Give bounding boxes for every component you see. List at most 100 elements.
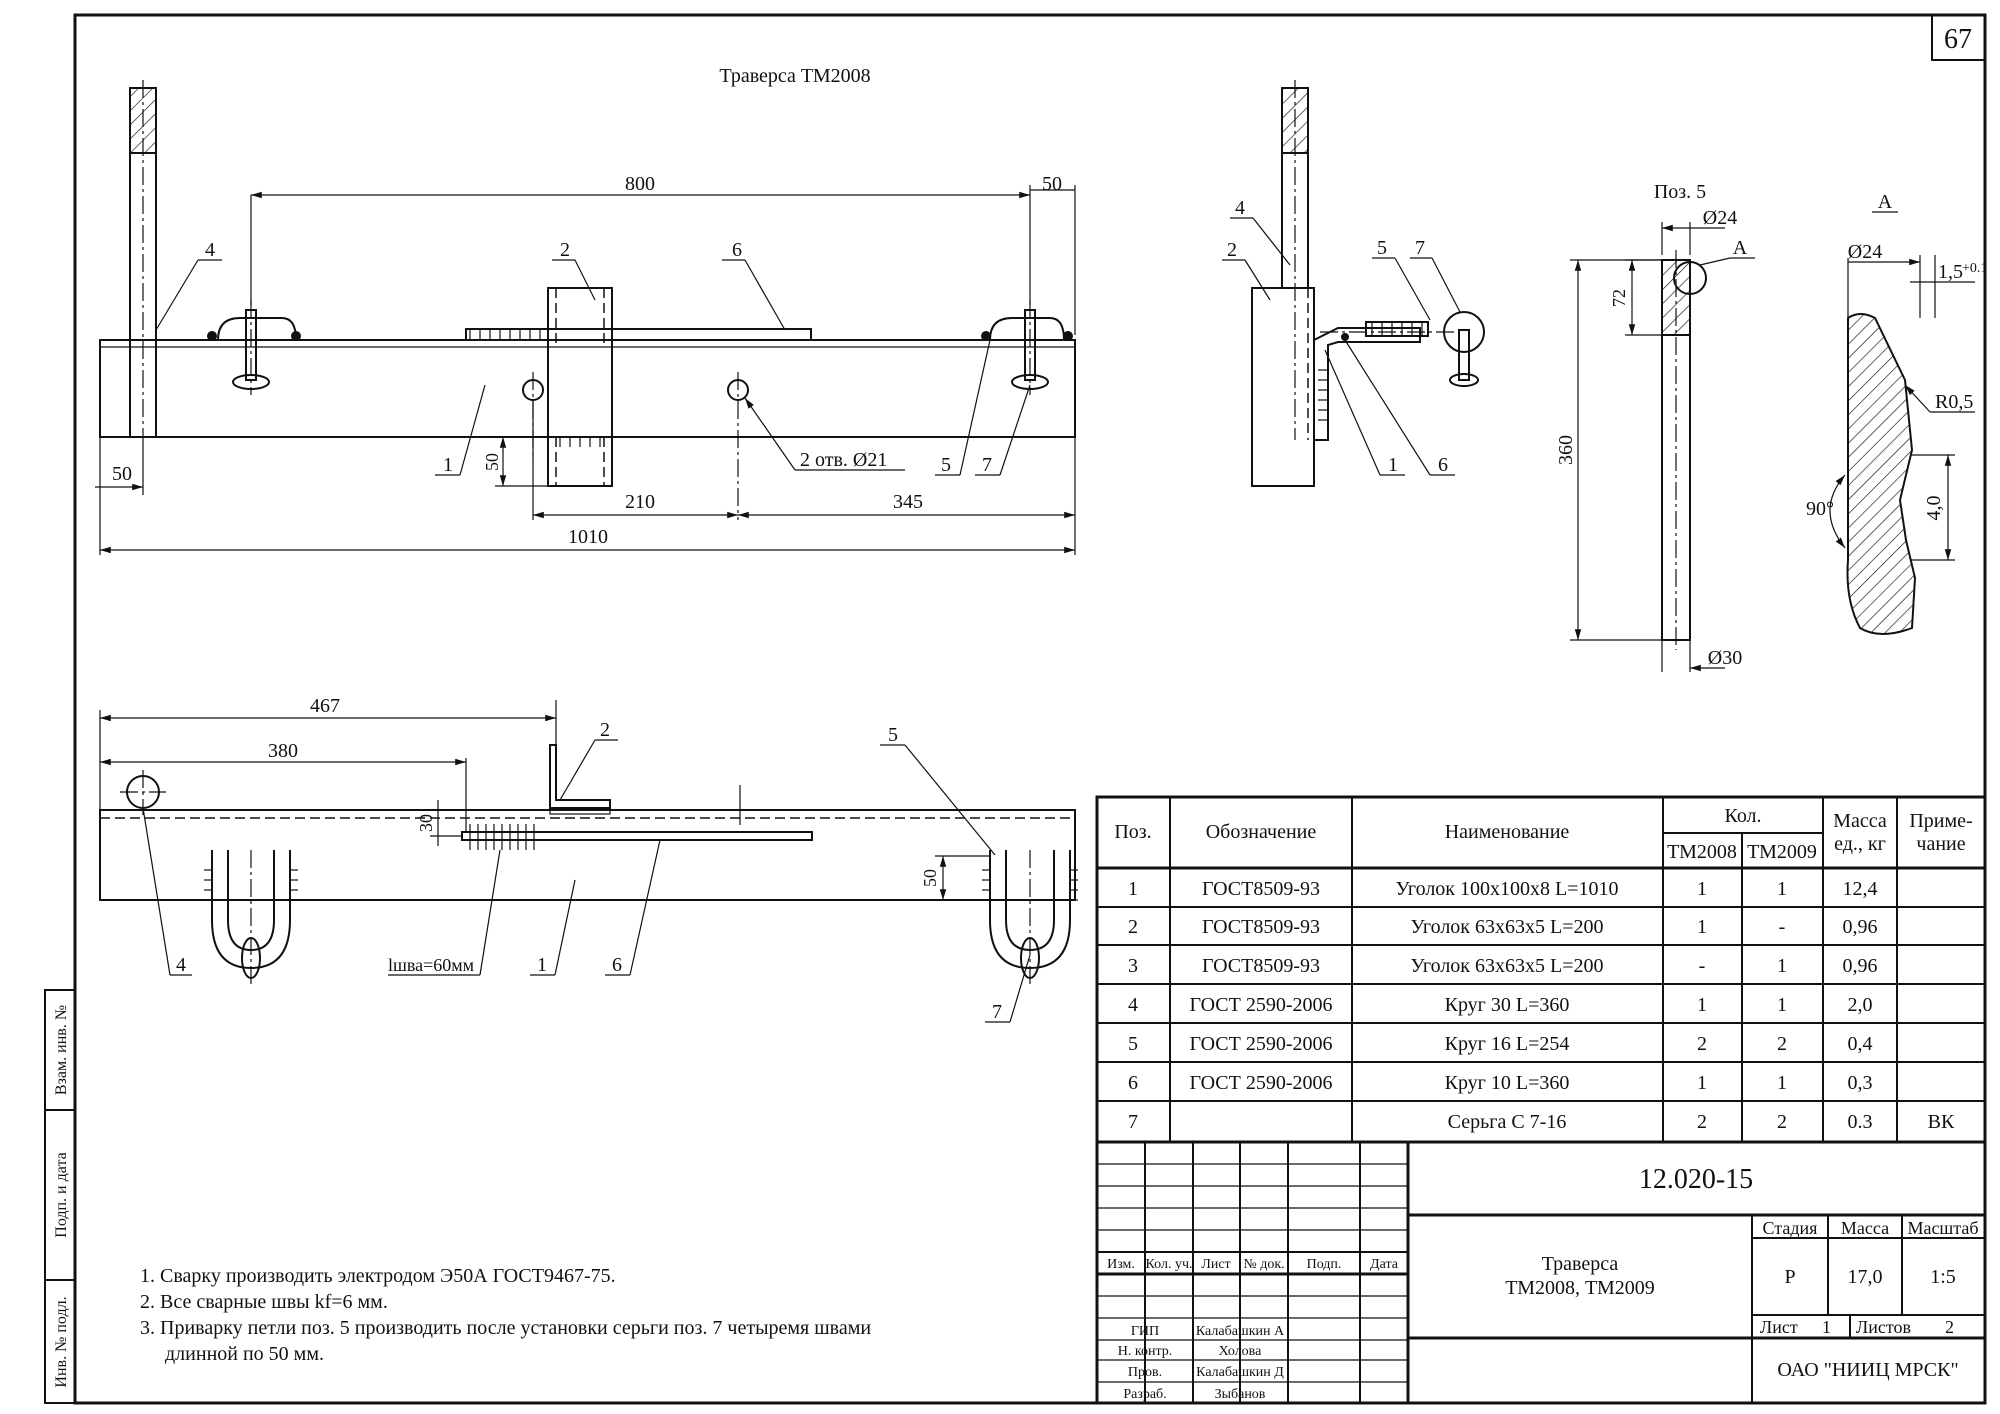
row-7-name: Серьга С 7-16 bbox=[1448, 1111, 1567, 1133]
th-mass-unit: ед., кг bbox=[1834, 833, 1886, 855]
th-tm2009: ТМ2009 bbox=[1747, 841, 1817, 863]
row-7-mass: 0.3 bbox=[1848, 1111, 1873, 1133]
callout-main-5: 5 bbox=[941, 454, 951, 476]
tb-scale-label: Масштаб bbox=[1907, 1218, 1978, 1238]
row-5-tm2008: 2 bbox=[1697, 1033, 1707, 1055]
dim-50-left: 50 bbox=[112, 463, 132, 485]
row-4-designation: ГОСТ 2590-2006 bbox=[1190, 994, 1333, 1016]
row-6-tm2008: 1 bbox=[1697, 1072, 1707, 1094]
side-angle bbox=[1313, 327, 1421, 441]
table-row: 7 Серьга С 7-16 2 2 0.3 ВК bbox=[1128, 1111, 1955, 1133]
plan-view: 467 380 30 50 lшва=60мм 2 5 4 1 6 7 bbox=[99, 695, 1078, 1023]
tb-mass: 17,0 bbox=[1848, 1266, 1883, 1288]
note-1: 1. Сварку производить электродом Э50А ГО… bbox=[140, 1265, 616, 1287]
tb-col-sign: Подп. bbox=[1307, 1257, 1342, 1272]
th-note-1: Приме- bbox=[1909, 810, 1972, 832]
callout-plan-6: 6 bbox=[612, 954, 622, 976]
row-2-pos: 2 bbox=[1128, 916, 1138, 938]
tb-code: 12.020-15 bbox=[1639, 1164, 1753, 1195]
tb-role-nkontr: Н. контр. bbox=[1118, 1344, 1172, 1359]
view-a-label: А bbox=[1878, 191, 1893, 213]
tb-name-nkontr: Холова bbox=[1219, 1344, 1262, 1359]
thread-profile bbox=[1846, 313, 1917, 635]
rod-pos6 bbox=[465, 328, 812, 341]
row-5-pos: 5 bbox=[1128, 1033, 1138, 1055]
row-6-mass: 0,3 bbox=[1848, 1072, 1873, 1094]
stamp-replace-inv: Взам. инв. № bbox=[53, 1005, 70, 1095]
view-a-d15-tol: +0.1 bbox=[1962, 261, 1987, 276]
table-row: 1 ГОСТ8509-93 Уголок 100х100х8 L=1010 1 … bbox=[1128, 878, 1878, 900]
dim-50-top: 50 bbox=[1042, 173, 1062, 195]
title-block: Изм. Кол. уч. Лист № док. Подп. Дата ГИП… bbox=[1095, 1140, 1987, 1405]
table-row: 5 ГОСТ 2590-2006 Круг 16 L=254 2 2 0,4 bbox=[1128, 1033, 1873, 1055]
row-4-tm2009: 1 bbox=[1777, 994, 1787, 1016]
row-1-mass: 12,4 bbox=[1843, 878, 1878, 900]
dim-50-vert: 50 bbox=[482, 453, 502, 471]
dim-1010: 1010 bbox=[568, 526, 608, 548]
plan-dim-50: 50 bbox=[920, 869, 940, 887]
row-4-pos: 4 bbox=[1128, 994, 1138, 1016]
th-note-2: чание bbox=[1916, 833, 1965, 855]
callout-side-4: 4 bbox=[1235, 197, 1245, 219]
note-3: 3. Приварку петли поз. 5 производить пос… bbox=[140, 1317, 871, 1339]
pos5-d24: Ø24 bbox=[1703, 207, 1737, 229]
row-7-tm2008: 2 bbox=[1697, 1111, 1707, 1133]
row-3-name: Уголок 63х63х5 L=200 bbox=[1410, 955, 1603, 977]
side-stamp: Взам. инв. № Подп. и дата Инв. № подл. bbox=[44, 989, 76, 1404]
th-tm2008: ТМ2008 bbox=[1667, 841, 1737, 863]
callout-side-5: 5 bbox=[1377, 237, 1387, 259]
callout-plan-4: 4 bbox=[176, 954, 186, 976]
tb-col-list: Лист bbox=[1201, 1257, 1230, 1272]
table-row: 3 ГОСТ8509-93 Уголок 63х63х5 L=200 - 1 0… bbox=[1128, 955, 1878, 977]
th-qty: Кол. bbox=[1724, 805, 1761, 827]
plan-dim-380: 380 bbox=[268, 740, 298, 762]
row-6-designation: ГОСТ 2590-2006 bbox=[1190, 1072, 1333, 1094]
tb-col-date: Дата bbox=[1370, 1257, 1399, 1272]
page-number-box bbox=[1931, 14, 1986, 61]
callout-side-6: 6 bbox=[1438, 454, 1448, 476]
tb-role-prov: Пров. bbox=[1128, 1365, 1162, 1380]
tb-col-izm: Изм. bbox=[1107, 1257, 1135, 1272]
notes: 1. Сварку производить электродом Э50А ГО… bbox=[140, 1265, 871, 1365]
plan-plate bbox=[549, 744, 611, 809]
drawing-title: Траверса ТМ2008 bbox=[719, 65, 870, 87]
row-6-tm2009: 1 bbox=[1777, 1072, 1787, 1094]
row-1-tm2008: 1 bbox=[1697, 878, 1707, 900]
dim-210: 210 bbox=[625, 491, 655, 513]
spec-table: Поз. Обозначение Наименование Кол. ТМ200… bbox=[1095, 795, 1987, 1144]
tb-role-gip: ГИП bbox=[1131, 1324, 1159, 1339]
row-1-pos: 1 bbox=[1128, 878, 1138, 900]
view-a-r05: R0,5 bbox=[1935, 391, 1973, 413]
row-1-designation: ГОСТ8509-93 bbox=[1202, 878, 1320, 900]
pos5-detail: Поз. 5 Ø24 А 72 360 Ø30 bbox=[1555, 181, 1755, 672]
view-a: А Ø24 1,5 +0.1 R0,5 4,0 90° bbox=[1806, 191, 1987, 635]
side-view: 4 2 5 7 1 6 bbox=[1222, 80, 1485, 487]
callout-main-2: 2 bbox=[560, 239, 570, 261]
tb-scale: 1:5 bbox=[1930, 1266, 1956, 1288]
callout-side-7: 7 bbox=[1415, 237, 1425, 259]
tb-name-prov: Калабашкин Д bbox=[1196, 1365, 1284, 1380]
callout-main-1: 1 bbox=[443, 454, 453, 476]
pos5-a-ref: А bbox=[1733, 237, 1748, 259]
tb-mass-label: Масса bbox=[1841, 1218, 1889, 1238]
note-3-cont: длинной по 50 мм. bbox=[165, 1343, 324, 1365]
row-1-tm2009: 1 bbox=[1777, 878, 1787, 900]
row-6-name: Круг 10 L=360 bbox=[1445, 1072, 1570, 1094]
row-3-tm2008: - bbox=[1699, 955, 1706, 977]
tb-title-1: Траверса bbox=[1542, 1253, 1619, 1275]
plan-dim-30: 30 bbox=[416, 814, 436, 832]
drawing-frame bbox=[73, 13, 1987, 1405]
row-2-tm2009: - bbox=[1779, 916, 1786, 938]
tb-role-razrab: Разраб. bbox=[1123, 1387, 1166, 1402]
stamp-sign-date: Подп. и дата bbox=[53, 1152, 70, 1237]
tb-col-doc: № док. bbox=[1243, 1257, 1284, 1272]
row-2-mass: 0,96 bbox=[1843, 916, 1878, 938]
row-3-tm2009: 1 bbox=[1777, 955, 1787, 977]
tb-name-razrab: Зыбанов bbox=[1215, 1387, 1266, 1402]
row-2-tm2008: 1 bbox=[1697, 916, 1707, 938]
row-4-name: Круг 30 L=360 bbox=[1445, 994, 1570, 1016]
loop-left bbox=[217, 317, 297, 341]
front-view: 800 50 50 50 210 345 1010 2 отв. Ø21 4 2 bbox=[95, 80, 1076, 555]
table-row: 2 ГОСТ8509-93 Уголок 63х63х5 L=200 1 - 0… bbox=[1128, 916, 1878, 938]
weld-length: lшва=60мм bbox=[388, 955, 474, 975]
